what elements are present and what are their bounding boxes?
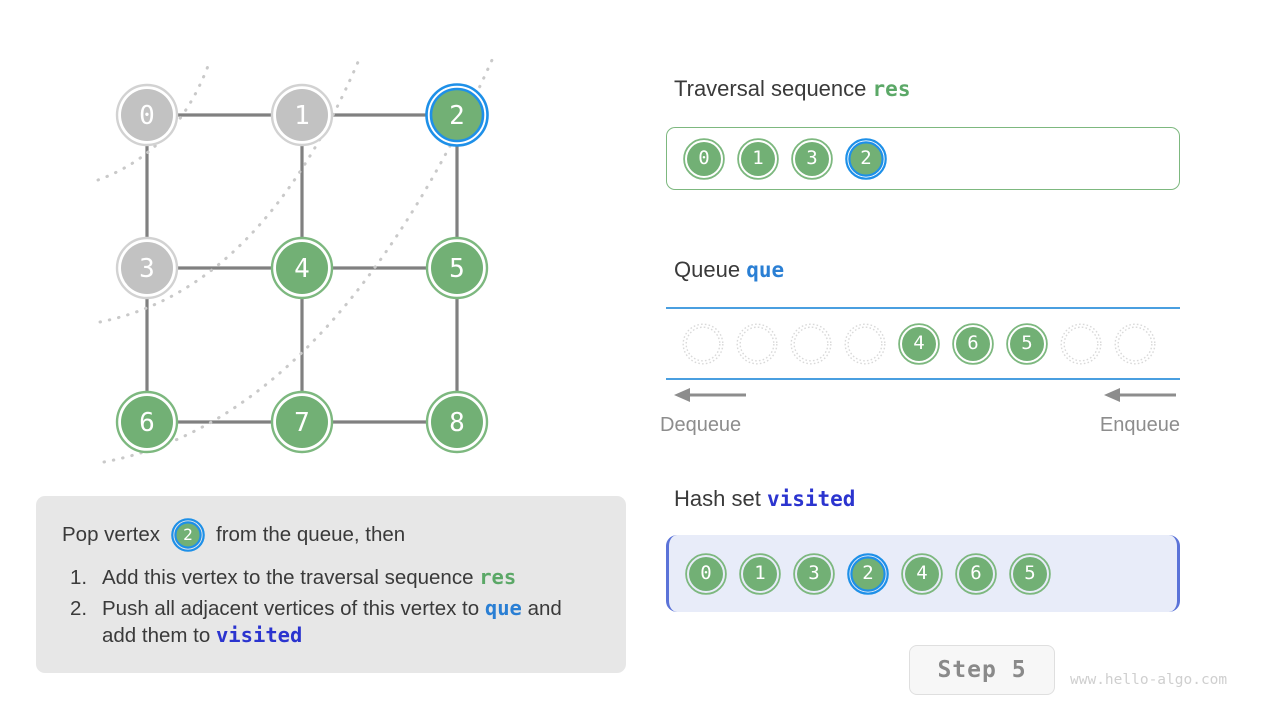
graph-vertex-label: 7 <box>294 408 310 438</box>
graph-vertex-label: 5 <box>449 254 465 284</box>
hashset-item-3[interactable]: 3 <box>793 552 835 595</box>
graph-vertex-label: 2 <box>449 101 465 131</box>
caption-step-text: Push all adjacent vertices of this verte… <box>102 597 485 621</box>
node-label: 5 <box>1021 332 1033 354</box>
traversal-item-0[interactable]: 0 <box>683 137 725 180</box>
hashset-item-2[interactable]: 2 <box>847 552 889 595</box>
caption-code-visited: visited <box>215 623 303 648</box>
traversal-item-3[interactable]: 3 <box>791 137 833 180</box>
node-label: 6 <box>967 332 979 354</box>
dequeue-label: Dequeue <box>660 414 742 436</box>
queue-slot-empty-0[interactable] <box>682 323 724 365</box>
graph-vertex-label: 6 <box>139 408 155 438</box>
node-label: 6 <box>970 562 982 584</box>
queue-varname: que <box>746 258 785 282</box>
node-label: 4 <box>913 332 925 354</box>
queue-arrow-row <box>666 385 1180 407</box>
queue-title: Queue que <box>674 257 784 283</box>
queue-slot-strip: 4 6 5 <box>682 307 1168 380</box>
caption-step: 1. Add this vertex to the traversal seque… <box>62 564 600 591</box>
wavefront-curve <box>96 64 210 182</box>
caption-step-list: 1. Add this vertex to the traversal seque… <box>62 564 600 649</box>
graph-svg: 0 1 2 3 4 5 6 7 8 <box>96 58 494 464</box>
graph-vertex-6[interactable]: 6 <box>115 390 179 454</box>
hashset-item-5[interactable]: 5 <box>1009 552 1051 595</box>
queue-title-text: Queue <box>674 257 741 282</box>
bfs-wavefront-curves <box>96 58 494 464</box>
node-label: 1 <box>752 147 764 169</box>
queue-box: 4 6 5 <box>666 307 1180 380</box>
hashset-title: Hash set visited <box>674 486 855 512</box>
hashset-item-6[interactable]: 6 <box>955 552 997 595</box>
wavefront-curve <box>102 58 494 464</box>
node-label: 3 <box>806 147 818 169</box>
graph-vertex-4[interactable]: 4 <box>270 236 334 300</box>
caption-panel: Pop vertex 2 from the queue, then 1. Add … <box>36 496 626 674</box>
graph-vertex-2[interactable]: 2 <box>425 83 489 147</box>
node-label: 2 <box>183 525 193 544</box>
graph-vertex-label: 0 <box>139 101 155 131</box>
enqueue-arrow-icon <box>1102 385 1178 405</box>
queue-bottom-rule <box>666 378 1180 380</box>
step-badge: Step 5 <box>909 645 1055 695</box>
caption-code-que: que <box>484 596 522 621</box>
traversal-sequence-box: 0 1 3 2 <box>666 127 1180 190</box>
graph-vertex-1[interactable]: 1 <box>270 83 334 147</box>
traversal-sequence-title-text: Traversal sequence <box>674 76 867 101</box>
node-label: 1 <box>754 562 766 584</box>
node-label: 3 <box>808 562 820 584</box>
watermark: www.hello-algo.com <box>1070 672 1228 688</box>
graph-vertex-label: 1 <box>294 101 310 131</box>
hashset-item-0[interactable]: 0 <box>685 552 727 595</box>
caption-code-res: res <box>479 565 517 589</box>
graph-vertex-3[interactable]: 3 <box>115 236 179 300</box>
dequeue-arrow-icon <box>672 385 748 405</box>
hashset-box: 0 1 3 2 4 6 5 <box>666 535 1180 612</box>
caption-headline-after: from the queue, then <box>216 522 406 546</box>
graph-vertex-label: 8 <box>449 408 465 438</box>
graph-vertex-5[interactable]: 5 <box>425 236 489 300</box>
graph-edges <box>145 113 459 424</box>
node-label: 4 <box>916 562 928 584</box>
traversal-sequence-title: Traversal sequence res <box>674 76 910 102</box>
node-label: 2 <box>860 147 872 169</box>
caption-step-text: Add this vertex to the traversal sequenc… <box>102 566 480 589</box>
queue-slot-empty-1[interactable] <box>736 323 778 365</box>
graph-vertex-7[interactable]: 7 <box>270 390 334 454</box>
node-label: 5 <box>1024 562 1036 584</box>
caption-step-text: and add them to <box>102 597 562 648</box>
queue-item-5[interactable]: 5 <box>1006 322 1048 365</box>
graph-vertex-label: 4 <box>294 254 310 284</box>
graph-diagram: 0 1 2 3 4 5 6 7 8 <box>0 0 640 490</box>
traversal-sequence-varname: res <box>872 77 911 101</box>
graph-vertex-8[interactable]: 8 <box>425 390 489 454</box>
hashset-item-1[interactable]: 1 <box>739 552 781 595</box>
queue-slot-empty-7[interactable] <box>1060 323 1102 365</box>
caption-headline: Pop vertex 2 from the queue, then <box>62 518 600 552</box>
node-label: 0 <box>700 562 712 584</box>
caption-step-number: 2. <box>70 597 88 621</box>
hashset-item-4[interactable]: 4 <box>901 552 943 595</box>
queue-item-6[interactable]: 6 <box>952 322 994 365</box>
hashset-title-text: Hash set <box>674 486 761 511</box>
hashset-varname: visited <box>766 487 856 511</box>
queue-top-rule <box>666 307 1180 309</box>
caption-step: 2. Push all adjacent vertices of this ver… <box>62 595 600 649</box>
node-label: 2 <box>862 562 874 584</box>
caption-vertex-token: 2 <box>171 518 205 552</box>
enqueue-label: Enqueue <box>1099 414 1180 436</box>
graph-vertex-label: 3 <box>139 254 155 284</box>
queue-slot-empty-3[interactable] <box>844 323 886 365</box>
queue-item-4[interactable]: 4 <box>898 322 940 365</box>
node-label: 0 <box>698 147 710 169</box>
caption-headline-before: Pop vertex <box>62 522 160 546</box>
graph-vertex-0[interactable]: 0 <box>115 83 179 147</box>
caption-step-number: 1. <box>70 566 88 589</box>
state-panels: Traversal sequence res 0 1 3 2 Queue que 4 6… <box>660 0 1280 720</box>
queue-slot-empty-2[interactable] <box>790 323 832 365</box>
traversal-item-2[interactable]: 2 <box>845 137 887 180</box>
traversal-item-1[interactable]: 1 <box>737 137 779 180</box>
queue-slot-empty-8[interactable] <box>1114 323 1156 365</box>
